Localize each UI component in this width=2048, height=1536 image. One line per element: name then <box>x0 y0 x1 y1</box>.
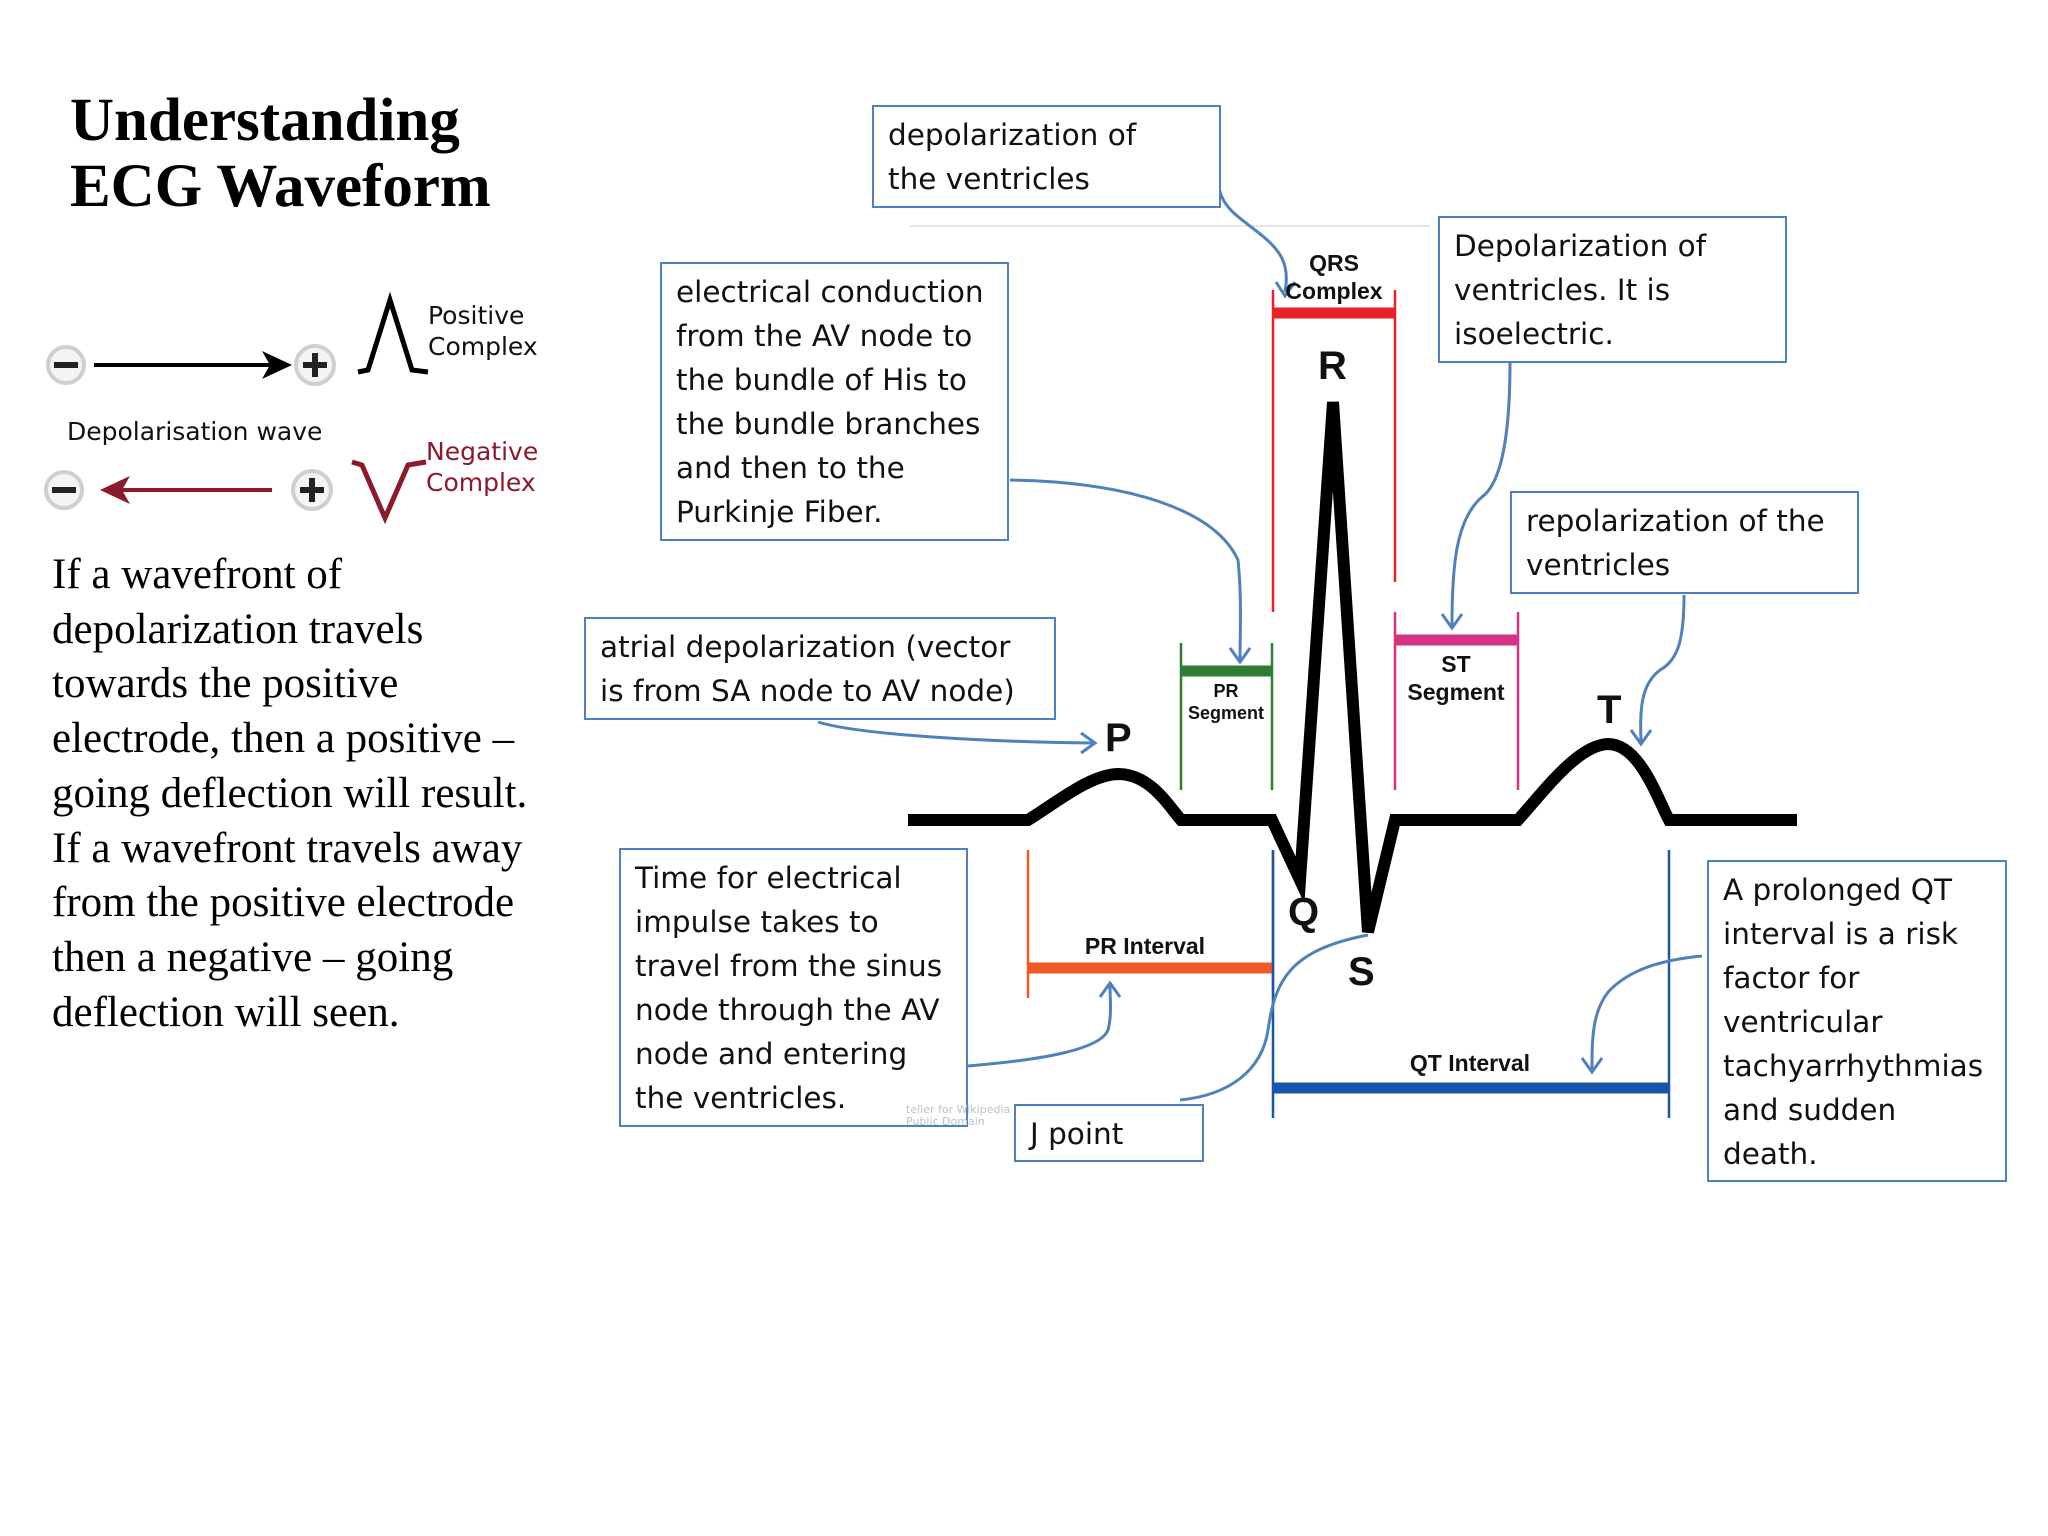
title-line-1: Understanding <box>70 87 460 154</box>
leader-pr-interval-arrow <box>967 984 1112 1068</box>
atrial-depolarization-callout: atrial depolarization (vector is from SA… <box>584 617 1056 720</box>
leader-repol-arrow <box>1639 594 1686 743</box>
ventricle-depolarization-callout: depolarization of the ventricles <box>872 105 1221 208</box>
p-wave-label: P <box>1105 716 1132 760</box>
leader-st-arrow <box>1450 361 1512 627</box>
qt-interval-label: QT Interval <box>1409 1050 1531 1076</box>
pr-interval-bracket <box>1026 850 1275 998</box>
polarity-legend <box>44 291 429 525</box>
image-credit: teller for Wikipedia Public Domain <box>906 1103 1011 1128</box>
s-wave-label: S <box>1348 950 1375 994</box>
t-wave-label: T <box>1597 688 1622 732</box>
qt-interval-bracket <box>1271 850 1671 1118</box>
positive-complex-icon <box>357 291 429 375</box>
pr-interval-label: PR Interval <box>1084 933 1206 959</box>
qt-risk-callout: A prolonged QT interval is a risk factor… <box>1707 860 2007 1182</box>
leader-conduction-arrow <box>1009 478 1242 661</box>
st-segment-bracket <box>1393 612 1520 790</box>
ecg-trace <box>908 401 1797 934</box>
positive-complex-label: Positive Complex <box>428 301 538 361</box>
q-wave-label: Q <box>1288 890 1320 934</box>
leader-jpoint-arrow <box>1179 933 1369 1102</box>
j-point-callout: J point <box>1014 1104 1204 1162</box>
positive-depolarisation-arrow <box>46 344 336 386</box>
qrs-complex-label: QRS Complex <box>1285 250 1383 304</box>
repolarization-callout: repolarization of the ventricles <box>1510 491 1859 594</box>
title-line-2: ECG Waveform <box>70 153 491 220</box>
arrowheads <box>1080 281 1653 1075</box>
pr-segment-label: PR Segment <box>1187 681 1265 723</box>
st-segment-label: ST Segment <box>1407 651 1505 705</box>
pr-interval-callout: Time for electrical impulse takes to tra… <box>619 848 968 1127</box>
st-isoelectric-callout: Depolarization of ventricles. It is isoe… <box>1438 216 1787 363</box>
conduction-callout: electrical conduction from the AV node t… <box>660 262 1009 541</box>
leader-qt-arrow <box>1590 954 1703 1071</box>
explanation-text: If a wavefront of depolarization travels… <box>52 551 528 1036</box>
negative-complex-icon <box>351 459 427 525</box>
depolarisation-wave-label: Depolarisation wave <box>67 417 323 446</box>
leader-atrial-arrow <box>817 720 1094 745</box>
r-wave-label: R <box>1318 344 1347 388</box>
pr-segment-bracket <box>1179 643 1274 790</box>
negative-complex-label: Negative Complex <box>426 437 539 497</box>
qrs-complex-bracket <box>1271 290 1397 612</box>
negative-depolarisation-arrow <box>44 469 333 511</box>
page-title: Understanding ECG Waveform <box>70 88 491 220</box>
